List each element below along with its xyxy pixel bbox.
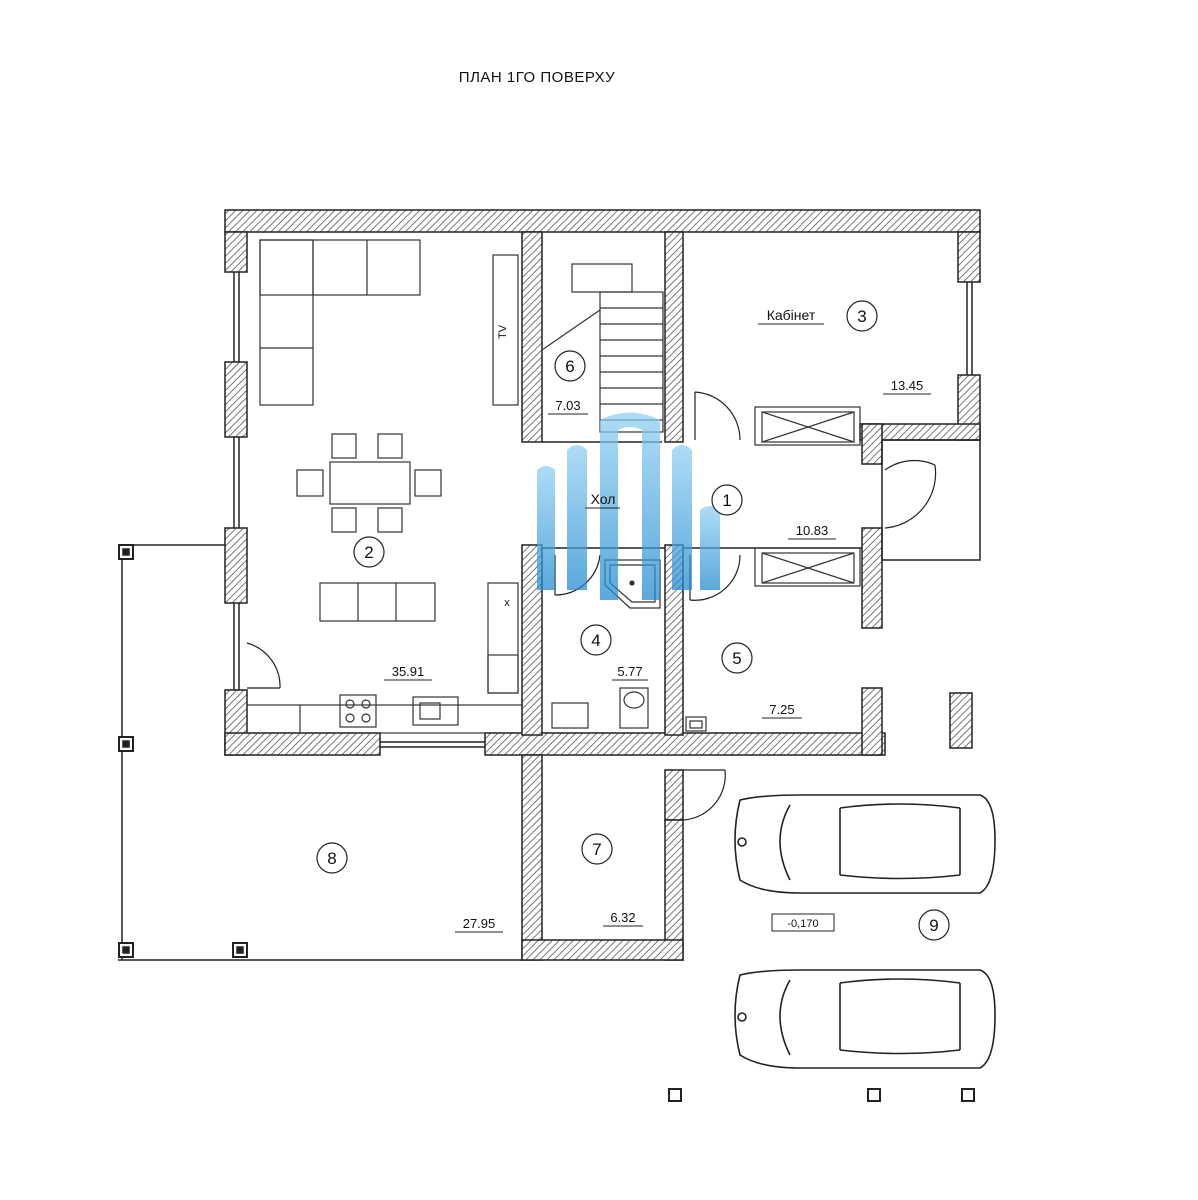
room-marker-8 [316,842,348,874]
watermark-logo [537,412,720,600]
level-mark: -0,170 [787,918,818,930]
room-area-5: 7.25 [769,702,794,717]
room-marker-4 [580,624,612,656]
room-number-9: 9 [929,916,938,935]
room-number-2: 2 [364,543,373,562]
room-area-3: 13.45 [891,378,924,393]
room-marker-2 [353,536,385,568]
sink-mark: x [504,597,510,609]
room-name-3: Кабінет [767,307,816,323]
room-labels: TV x 1 Хол 10.83 2 35.91 3 Кабінет 13.45… [316,300,950,941]
room-number-4: 4 [591,631,600,650]
room-marker-6 [554,350,586,382]
room-marker-5 [721,642,753,674]
room-number-7: 7 [592,840,601,859]
tv-label: TV [497,324,509,339]
plan-title: ПЛАН 1ГО ПОВЕРХУ [459,69,615,86]
room-number-1: 1 [722,491,731,510]
room-area-6: 7.03 [555,398,580,413]
room-name-1: Хол [591,491,616,507]
doors [246,391,937,821]
room-number-8: 8 [327,849,336,868]
furniture [246,239,861,734]
room-marker-1 [711,484,743,516]
room-number-3: 3 [857,307,866,326]
room-area-4: 5.77 [617,664,642,679]
car-icon [734,969,996,1069]
room-area-8: 27.95 [463,916,496,931]
room-number-5: 5 [732,649,741,668]
room-area-2: 35.91 [392,664,425,679]
room-marker-3 [846,300,878,332]
room-number-6: 6 [565,357,574,376]
room-marker-7 [581,833,613,865]
room-area-1: 10.83 [796,523,829,538]
parking-posts [668,1088,975,1102]
walls [224,209,981,961]
room-marker-9 [918,909,950,941]
level-mark-box [771,913,835,932]
terrace-room-8 [118,544,522,961]
room-area-7: 6.32 [610,910,635,925]
car-icon [734,794,996,894]
